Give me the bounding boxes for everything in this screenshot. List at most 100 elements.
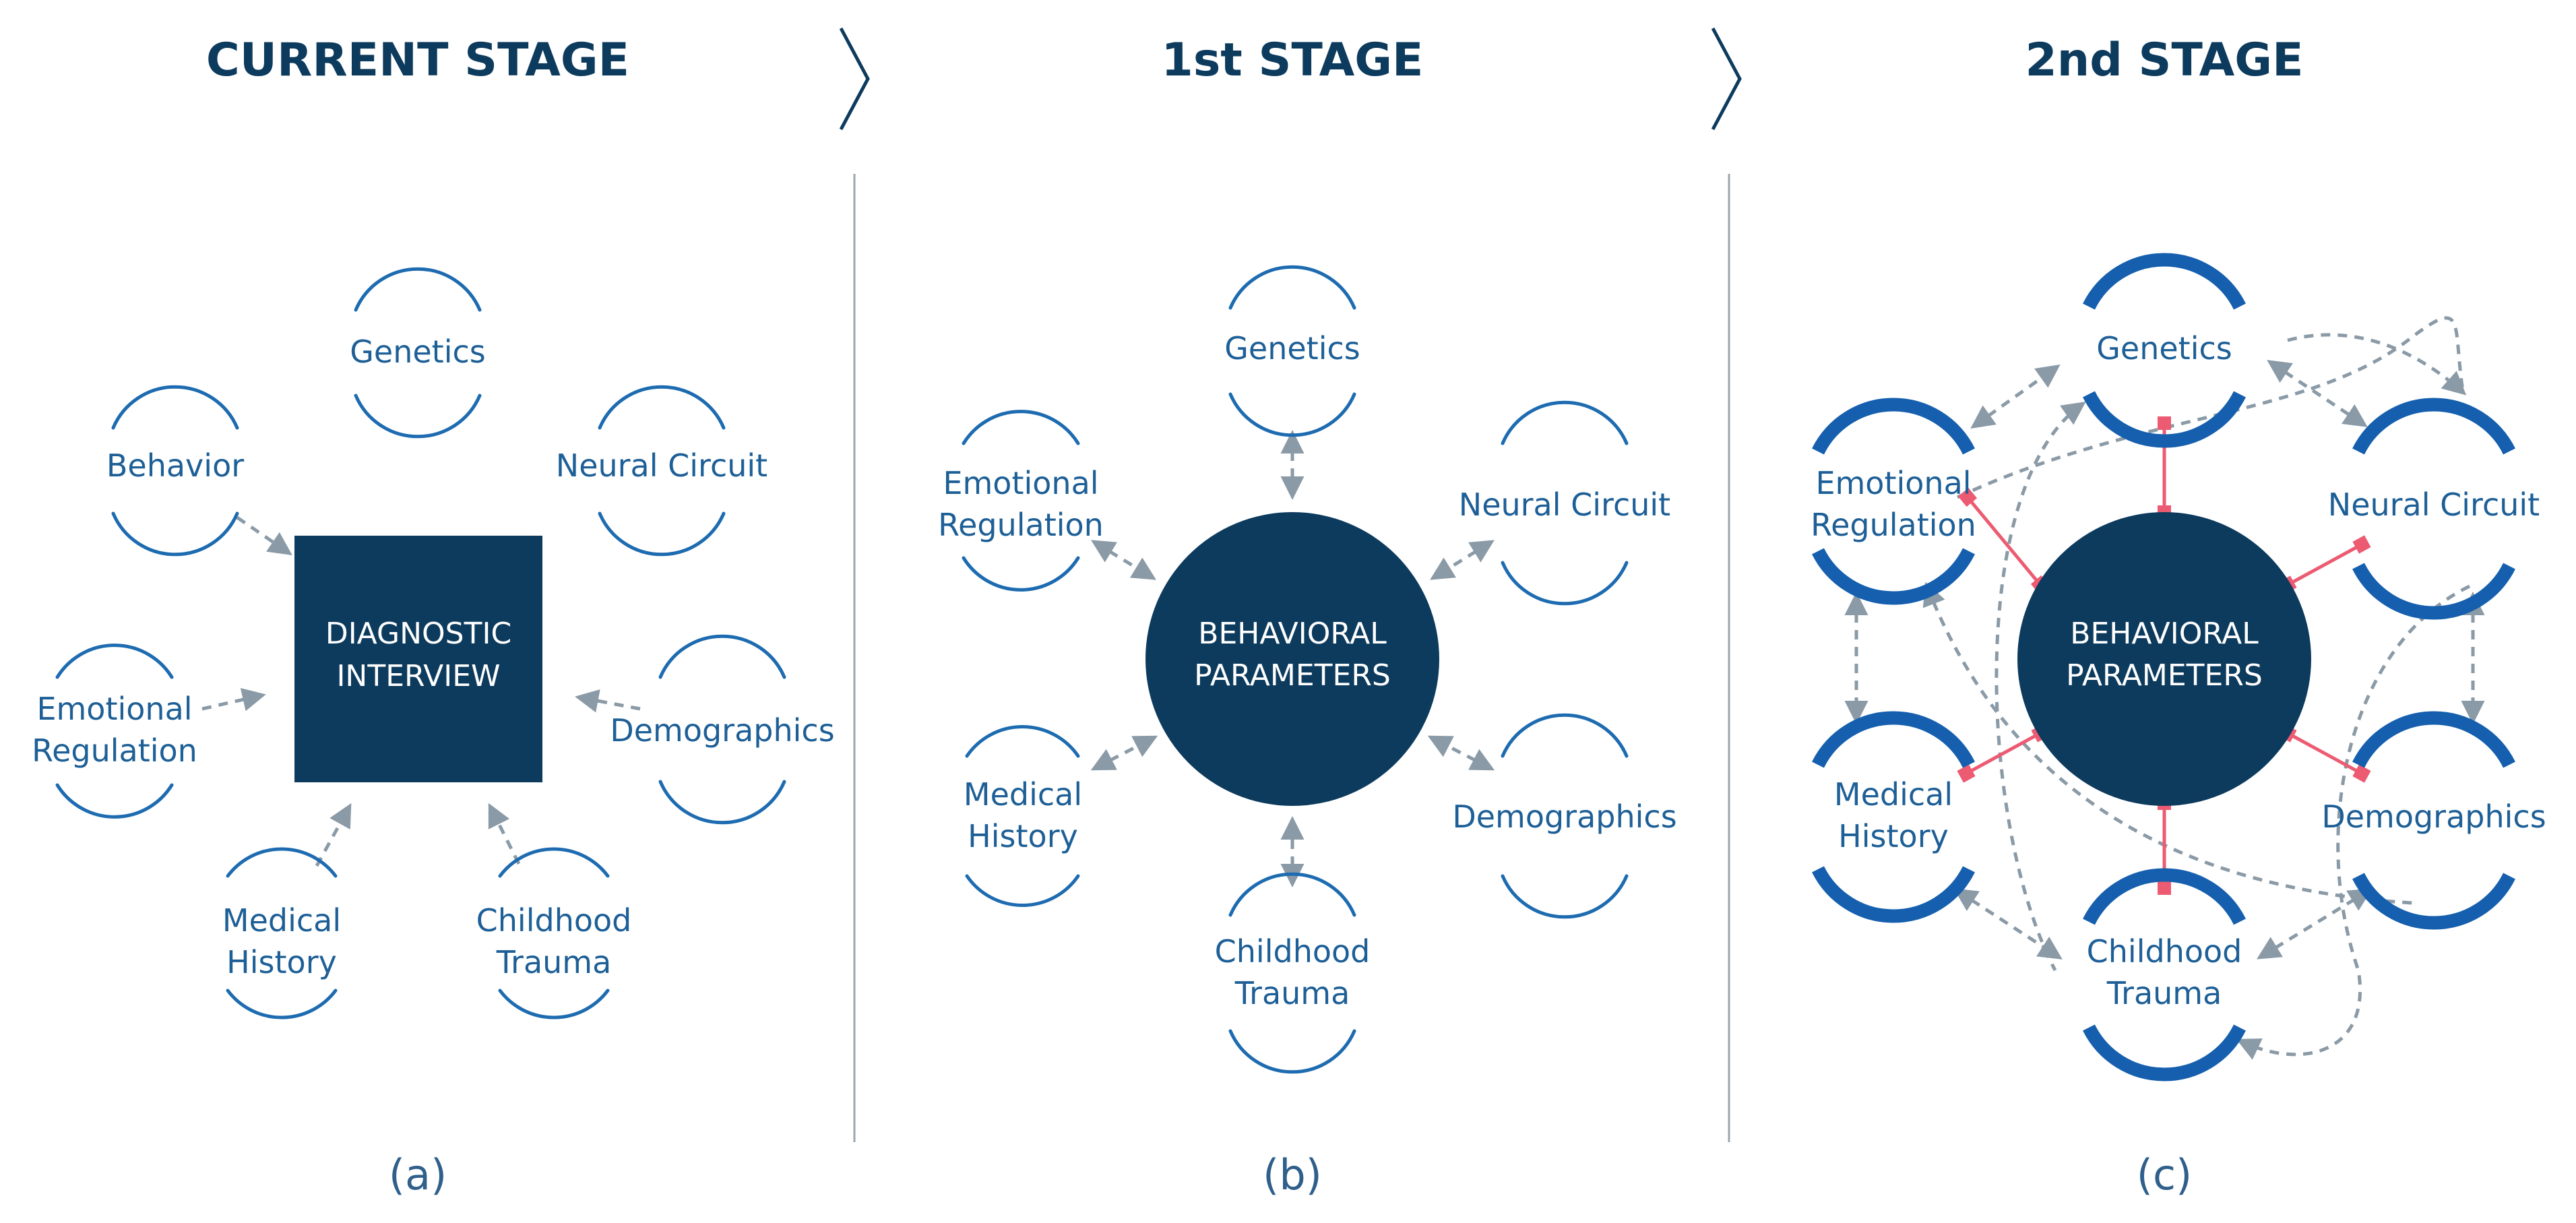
link-emotional-center (1957, 487, 2050, 595)
node-neural-circuit: Neural Circuit (556, 385, 767, 557)
arrows-panel-b (1090, 430, 1495, 887)
arrow-medical-to-interview (315, 803, 352, 867)
node-arc (2352, 563, 2515, 620)
node-arc (55, 644, 174, 679)
node-neural-circuit: Neural Circuit (1459, 400, 1670, 606)
node-arc (1228, 872, 1356, 917)
panel-c: BEHAVIORAL PARAMETERS Genetics Emotional… (1811, 253, 2546, 1199)
node-arc (111, 511, 239, 557)
node-arc (1228, 1029, 1356, 1074)
node-label: Behavior (106, 447, 244, 484)
node-arc (226, 847, 338, 878)
node-label-line-1: Childhood (476, 902, 632, 939)
node-arc (1501, 400, 1629, 445)
node-emotional-regulation: Emotional Regulation (1811, 398, 1976, 605)
node-label: Demographics (2321, 798, 2546, 835)
caption-c: (c) (2137, 1150, 2192, 1199)
node-medical-history: Medical History (964, 725, 1082, 907)
node-label-line-1: Emotional (1815, 465, 1971, 501)
node-label: Neural Circuit (556, 447, 767, 484)
heading-first-stage: 1st STAGE (1162, 34, 1424, 87)
center-label-line-1: BEHAVIORAL (2070, 617, 2259, 651)
node-childhood-trauma: Childhood Trauma (2083, 868, 2246, 1081)
node-arc (658, 634, 786, 679)
interconnection-arrows (1844, 316, 2485, 1060)
arrow-behavior-to-interview (236, 515, 292, 555)
node-emotional-regulation: Emotional Regulation (938, 410, 1104, 592)
arrow-emotional-genetics (1970, 364, 2061, 429)
node-arc (598, 385, 726, 430)
center-label-line-2: PARAMETERS (2066, 658, 2263, 693)
chevron-right-icon (1711, 27, 1742, 131)
node-arc (962, 556, 1080, 592)
node-arc (498, 989, 610, 1020)
node-label: Neural Circuit (2328, 487, 2540, 523)
arrow-demographics-to-interview (575, 689, 641, 713)
node-label: Genetics (1224, 330, 1360, 367)
node-arc (1228, 265, 1356, 310)
node-arc (2352, 873, 2515, 930)
node-arc (1812, 548, 1975, 605)
node-label-line-1: Medical (1834, 776, 1953, 813)
arrow-childhood-to-interview (488, 803, 521, 865)
node-arc (354, 267, 482, 312)
node-arc (962, 410, 1080, 445)
node-label: Demographics (610, 712, 834, 749)
node-arc (1812, 711, 1975, 768)
node-arc (2352, 398, 2515, 455)
link-neural-center (2278, 535, 2371, 594)
arrow-emotional-neural-curve (1956, 316, 2465, 499)
node-demographics: Demographics (610, 634, 835, 825)
heading-second-stage: 2nd STAGE (2025, 34, 2303, 87)
arrow-emotional-center (1091, 540, 1156, 580)
node-childhood-trauma: Childhood Trauma (1215, 872, 1370, 1074)
node-label-line-2: History (226, 944, 337, 980)
node-label-line-2: History (1838, 818, 1949, 854)
diagnostic-interview-line-2: INTERVIEW (336, 659, 500, 693)
node-arc (111, 385, 239, 430)
node-arc (498, 847, 610, 878)
node-arc (1812, 866, 1975, 923)
node-arc (1501, 713, 1629, 758)
node-arc (658, 780, 786, 825)
node-arc (226, 989, 338, 1020)
arrow-emotional-to-interview (201, 688, 266, 712)
panel-b: BEHAVIORAL PARAMETERS Genetics Emotional… (938, 265, 1677, 1199)
node-arc (2083, 1024, 2246, 1081)
node-genetics: Genetics (350, 267, 486, 439)
node-arc (2352, 711, 2515, 768)
node-label-line-2: Regulation (1811, 507, 1976, 543)
arrow-demographics-center (1427, 735, 1495, 771)
node-arc (1501, 874, 1629, 919)
center-label-line-2: PARAMETERS (1194, 658, 1391, 693)
node-label-line-1: Emotional (943, 465, 1098, 501)
link-medical-center (1957, 724, 2050, 783)
node-label: Genetics (2096, 330, 2232, 367)
node-emotional-regulation: Emotional Regulation (32, 644, 197, 819)
node-neural-circuit: Neural Circuit (2328, 398, 2540, 620)
arrow-childhood-demographics (2257, 888, 2373, 960)
behavioral-parameters-circle (2017, 512, 2311, 806)
heading-current-stage: CURRENT STAGE (206, 34, 629, 87)
arrow-genetics-neural-loop (2287, 333, 2467, 396)
node-arc (55, 783, 174, 819)
node-label-line-1: Medical (222, 902, 341, 939)
node-label: Neural Circuit (1459, 487, 1670, 523)
node-arc (1812, 398, 1975, 455)
node-label-line-1: Medical (964, 776, 1082, 813)
arrow-genetics-neural (2267, 360, 2368, 427)
node-label-line-2: Trauma (2106, 975, 2222, 1011)
arrow-neural-center (1430, 540, 1495, 580)
chevron-right-icon (839, 27, 870, 131)
node-label: Demographics (1452, 798, 1676, 835)
node-demographics: Demographics (2321, 711, 2546, 930)
arrow-medical-center (1090, 735, 1158, 771)
node-label-line-1: Emotional (36, 691, 192, 727)
center-label-line-1: BEHAVIORAL (1198, 617, 1387, 651)
node-label: Genetics (350, 334, 485, 370)
node-genetics: Genetics (2083, 253, 2246, 448)
node-label-line-2: Trauma (496, 944, 612, 980)
node-arc (1501, 561, 1629, 606)
behavioral-parameters-circle (1145, 512, 1439, 806)
